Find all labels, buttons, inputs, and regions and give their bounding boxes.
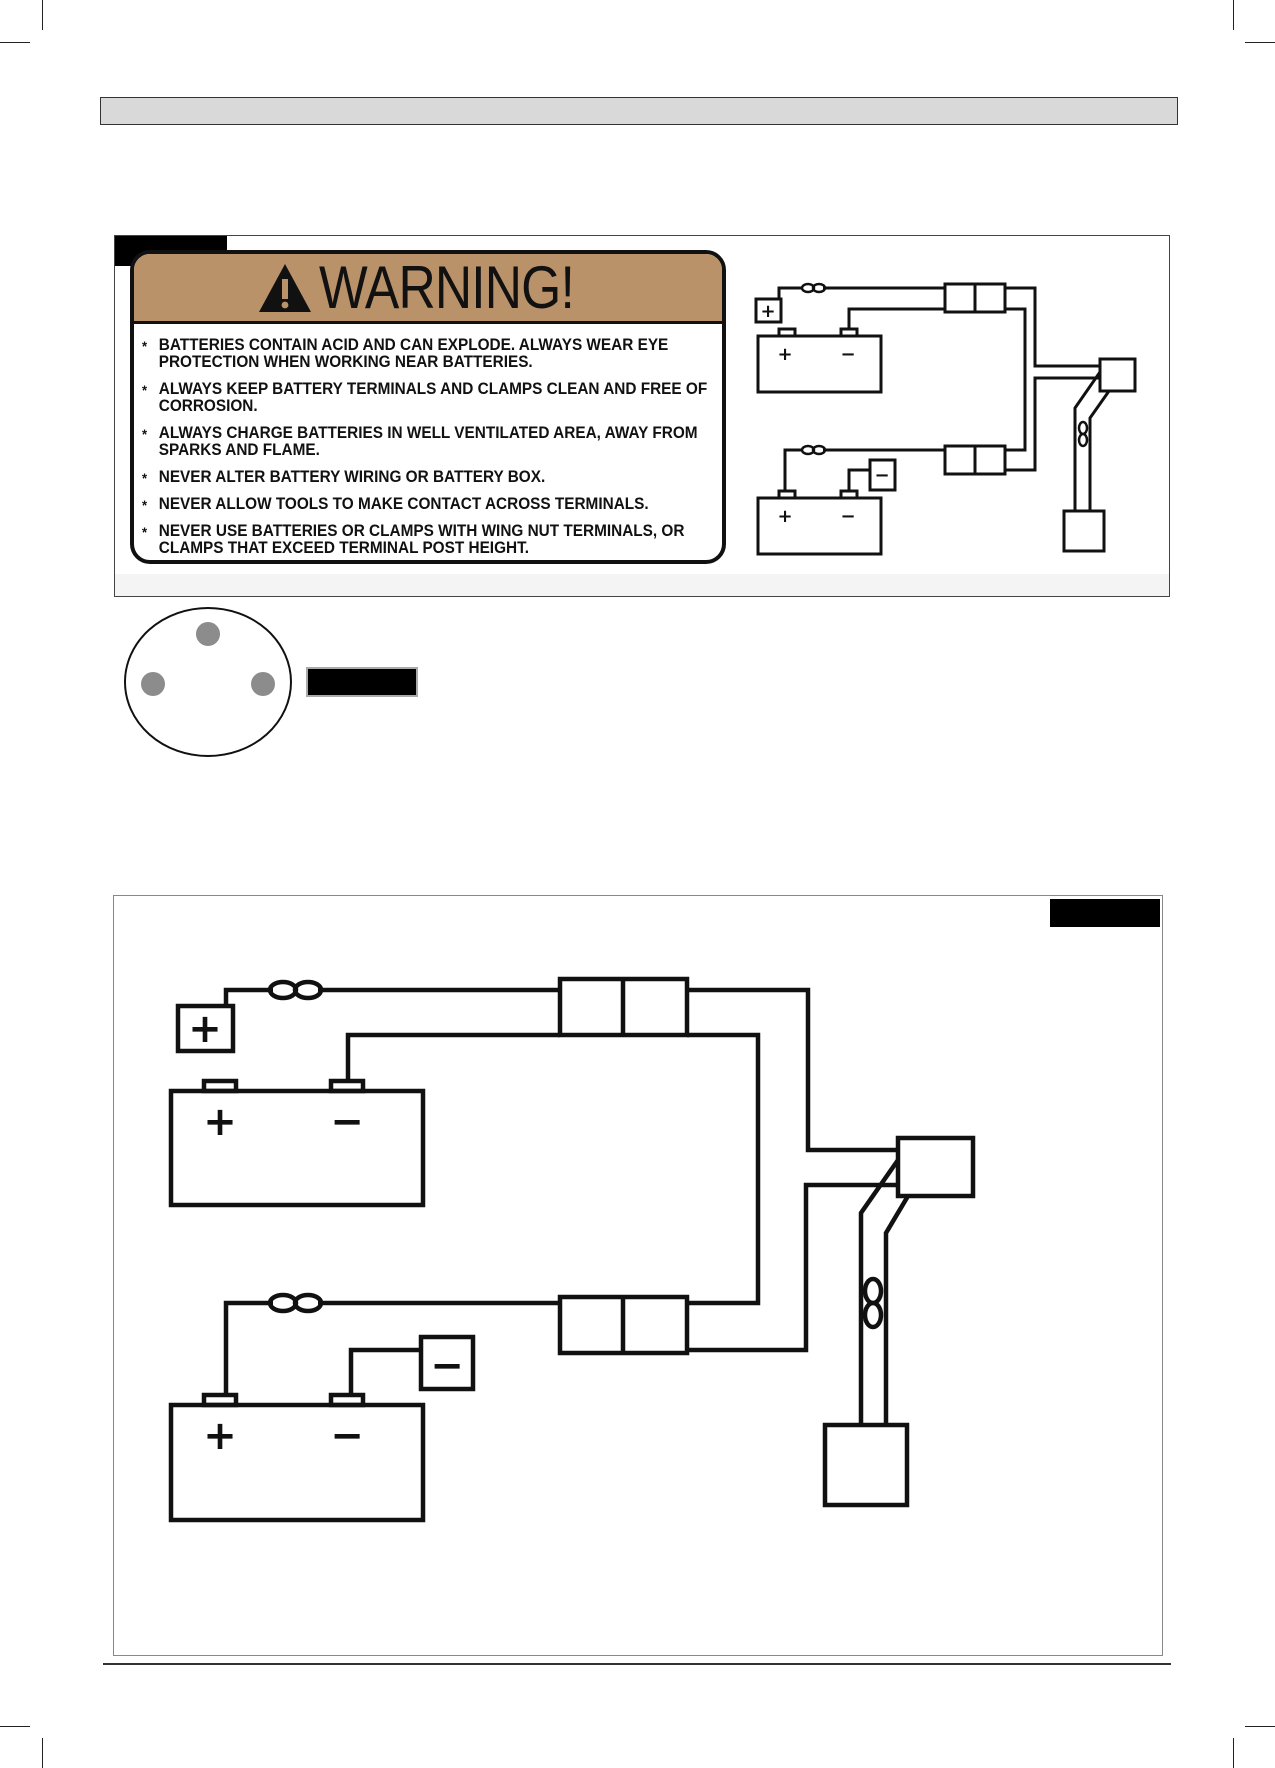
negative-symbol: − — [330, 1413, 364, 1459]
motor-box — [822, 1422, 910, 1508]
positive-symbol: + — [777, 506, 792, 527]
small-wiring-diagram: + + − − + − — [754, 282, 1137, 556]
positive-symbol: + — [777, 344, 792, 365]
warning-title: WARNING! — [319, 254, 575, 321]
warning-list: *BATTERIES CONTAIN ACID AND CAN EXPLODE.… — [134, 324, 722, 557]
warning-label: WARNING! *BATTERIES CONTAIN ACID AND CAN… — [130, 250, 726, 564]
positive-symbol: + — [203, 1099, 237, 1145]
warning-item: *BATTERIES CONTAIN ACID AND CAN EXPLODE.… — [142, 336, 669, 371]
negative-symbol: − — [840, 344, 855, 365]
scan-strip — [115, 574, 1169, 596]
bullet-star: * — [142, 338, 148, 354]
negative-terminal-tag — [418, 1334, 476, 1392]
crop-mark — [42, 0, 43, 30]
battery-icon — [168, 1088, 426, 1208]
negative-symbol: − — [840, 506, 855, 527]
warning-item: *NEVER ALLOW TOOLS TO MAKE CONTACT ACROS… — [142, 495, 649, 514]
controller-box — [895, 1135, 976, 1199]
negative-symbol: − — [430, 1343, 464, 1389]
negative-symbol: − — [330, 1099, 364, 1145]
warning-item: *NEVER ALTER BATTERY WIRING OR BATTERY B… — [142, 468, 546, 487]
crop-mark — [0, 42, 30, 43]
connector-icon — [124, 607, 292, 757]
negative-symbol: − — [874, 465, 889, 486]
crop-mark — [1245, 1726, 1275, 1727]
positive-symbol: + — [203, 1413, 237, 1459]
section-header-bar — [100, 97, 1178, 125]
wiring-figure — [113, 895, 1163, 1656]
warning-item: *ALWAYS KEEP BATTERY TERMINALS AND CLAMP… — [142, 380, 708, 415]
positive-symbol: + — [760, 301, 775, 322]
fuse-icon — [800, 282, 1089, 456]
bullet-star: * — [142, 470, 148, 486]
crop-mark — [42, 1738, 43, 1768]
footer-rule — [103, 1663, 1171, 1665]
warning-figure: WARNING! *BATTERIES CONTAIN ACID AND CAN… — [114, 235, 1170, 597]
connector-label-box — [306, 667, 418, 697]
warning-header: WARNING! — [134, 254, 722, 324]
battery-icon — [756, 496, 883, 556]
large-wiring-diagram: + + − − + − — [168, 976, 976, 1523]
crop-mark — [1245, 42, 1275, 43]
bullet-star: * — [142, 497, 148, 513]
bullet-star: * — [142, 524, 148, 540]
crop-mark — [0, 1726, 30, 1727]
battery-icon — [168, 1402, 426, 1523]
fuse-icon — [267, 979, 884, 1330]
positive-terminal-tag — [175, 1003, 236, 1054]
positive-symbol: + — [188, 1006, 222, 1052]
warning-item: *NEVER USE BATTERIES OR CLAMPS WITH WING… — [142, 522, 685, 557]
crop-mark — [1233, 0, 1234, 30]
bullet-star: * — [142, 382, 148, 398]
warning-triangle-icon — [259, 264, 311, 312]
bullet-star: * — [142, 426, 148, 442]
crop-mark — [1233, 1738, 1234, 1768]
figure-label-box — [1050, 899, 1160, 927]
warning-item: *ALWAYS CHARGE BATTERIES IN WELL VENTILA… — [142, 424, 698, 459]
battery-icon — [756, 334, 883, 394]
